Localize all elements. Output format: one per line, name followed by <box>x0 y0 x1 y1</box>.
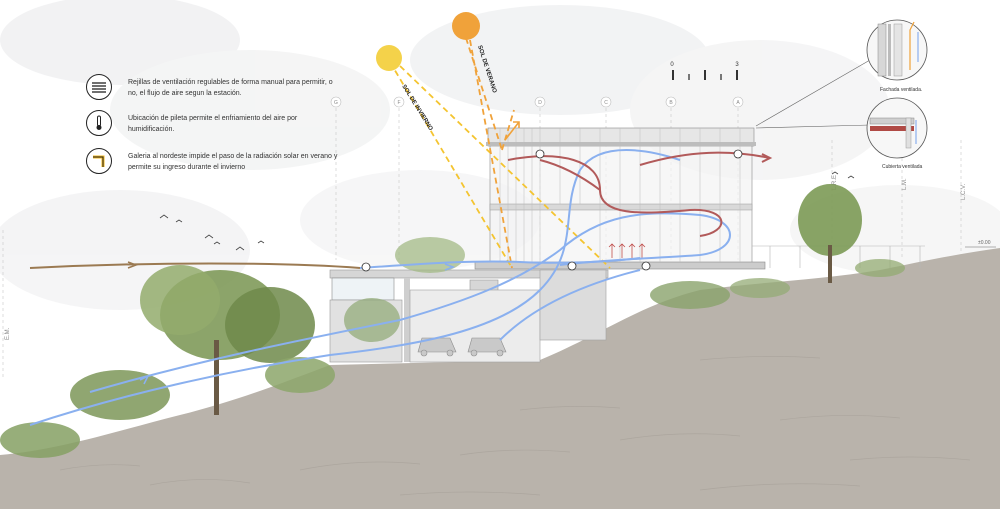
site-line-lre: L.R.E <box>832 175 838 190</box>
level-mark: ±0.00 <box>978 240 991 246</box>
legend-text-gallery: Galeria al nordeste impide el paso de la… <box>128 153 338 171</box>
legend-item-ventilation: Rejillas de ventilación regulables de fo… <box>86 74 338 100</box>
legend-text-ventilation: Rejillas de ventilación regulables de fo… <box>128 79 333 97</box>
winter-sun-label: SOL DE INVIERNO <box>400 84 433 132</box>
heat-arrows <box>608 243 646 258</box>
detail-facade <box>755 19 928 127</box>
winter-sun-icon <box>376 45 402 71</box>
legend-item-pool: Ubicación de pileta permite el enfriamie… <box>86 110 338 136</box>
wind-flow-arrowheads <box>139 263 456 385</box>
summer-sun-icon <box>452 12 480 40</box>
scale-bar-start: 0 <box>670 62 674 68</box>
prevailing-wind-arrow <box>29 261 361 269</box>
roof-detail-label: Cubierta ventilada <box>882 164 923 170</box>
sun-rays <box>389 37 611 269</box>
thermometer-icon <box>86 110 112 136</box>
site-line-lm: L.M. <box>902 178 908 190</box>
exhaust-arrow <box>504 121 520 141</box>
grid-axis-bubbles <box>330 96 744 108</box>
car-icon <box>417 337 457 357</box>
gallery-corner-icon <box>86 148 112 174</box>
terrain <box>0 248 1000 509</box>
vent-markers <box>361 149 743 272</box>
wind-flow-lines <box>29 149 731 426</box>
axis-label-a: A <box>736 100 740 106</box>
axis-label-b: B <box>669 100 673 106</box>
axis-label-d: D <box>538 100 542 106</box>
axis-label-c: C <box>604 100 608 106</box>
louver-vent-icon <box>86 74 112 100</box>
hot-air-flow <box>507 151 773 237</box>
axis-label-g: G <box>334 100 338 106</box>
birds <box>159 171 855 251</box>
terrain-texture <box>59 356 971 496</box>
facade-detail-label: Fachada ventilada. <box>880 87 922 93</box>
site-line-em: E.M. <box>5 327 11 340</box>
legend-item-gallery: Galeria al nordeste impide el paso de la… <box>86 148 338 174</box>
legend-text-pool: Ubicación de pileta permite el enfriamie… <box>128 115 298 133</box>
site-line-lcv: L.C.V. <box>961 184 967 200</box>
axis-label-f: F <box>397 100 400 106</box>
detail-roof <box>755 97 928 159</box>
scale-bar <box>672 70 738 80</box>
car-icon <box>467 337 507 357</box>
scale-bar-end: 3 <box>735 62 739 68</box>
